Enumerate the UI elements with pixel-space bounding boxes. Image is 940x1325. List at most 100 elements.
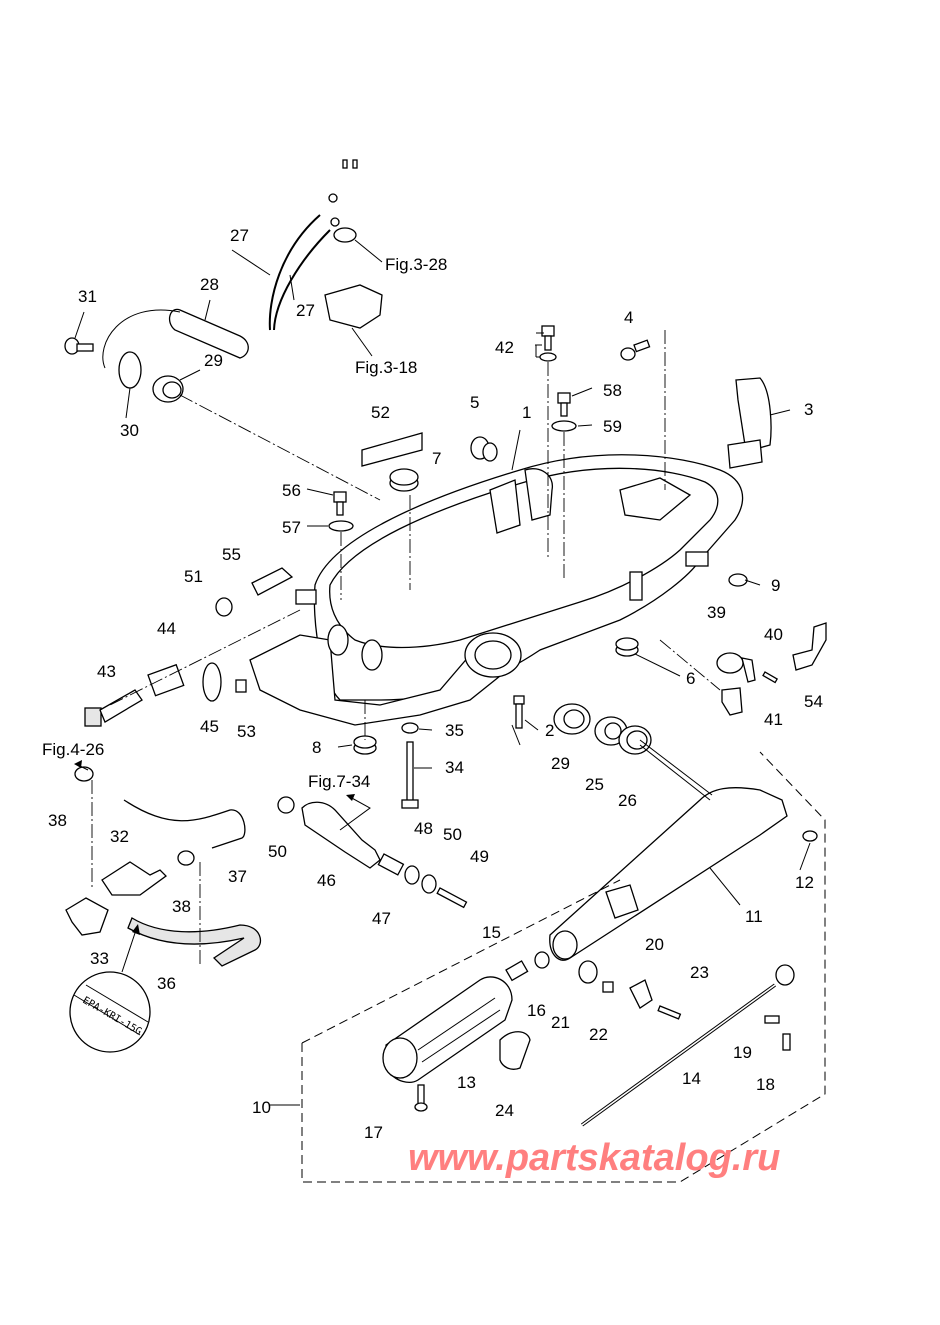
part-24-band[interactable] bbox=[499, 1031, 531, 1070]
part-40-screw[interactable] bbox=[762, 671, 779, 684]
callout-49[interactable]: 49 bbox=[470, 847, 489, 866]
part-17-screw[interactable] bbox=[414, 1084, 428, 1112]
callout-28[interactable]: 28 bbox=[200, 275, 219, 294]
callout-3[interactable]: 3 bbox=[804, 400, 813, 419]
callout-23[interactable]: 23 bbox=[690, 963, 709, 982]
callout-50[interactable]: 50 bbox=[443, 825, 462, 844]
callout-32[interactable]: 32 bbox=[110, 827, 129, 846]
callout-41[interactable]: 41 bbox=[764, 710, 783, 729]
callout-38[interactable]: 38 bbox=[172, 897, 191, 916]
callout-1[interactable]: 1 bbox=[522, 403, 531, 422]
callout-35[interactable]: 35 bbox=[445, 721, 464, 740]
callout-46[interactable]: 46 bbox=[317, 871, 336, 890]
part-52-label[interactable] bbox=[361, 432, 423, 467]
bottom-cowling[interactable] bbox=[249, 454, 744, 726]
part-7-cap[interactable] bbox=[389, 468, 419, 492]
part-45-plug[interactable] bbox=[202, 662, 222, 702]
figure-ref-3-18[interactable]: Fig.3-18 bbox=[355, 358, 417, 377]
part-33-cap[interactable] bbox=[65, 897, 109, 936]
part-55-decal[interactable] bbox=[251, 567, 294, 596]
part-42-bolt-washer[interactable] bbox=[539, 325, 557, 362]
callout-27[interactable]: 27 bbox=[230, 226, 249, 245]
part-38-clip-mid[interactable] bbox=[177, 850, 195, 866]
part-19-clip[interactable] bbox=[764, 1015, 780, 1024]
part-9-fitting[interactable] bbox=[728, 573, 748, 587]
callout-17[interactable]: 17 bbox=[364, 1123, 383, 1142]
callout-37[interactable]: 37 bbox=[228, 867, 247, 886]
callout-54[interactable]: 54 bbox=[804, 692, 823, 711]
callout-6[interactable]: 6 bbox=[686, 669, 695, 688]
callout-56[interactable]: 56 bbox=[282, 481, 301, 500]
part-12-screw[interactable] bbox=[802, 830, 818, 842]
part-53-seal[interactable] bbox=[235, 679, 247, 693]
part-59-washer[interactable] bbox=[551, 420, 577, 432]
part-36-hose[interactable] bbox=[127, 917, 262, 967]
callout-45[interactable]: 45 bbox=[200, 717, 219, 736]
part-43-switch[interactable] bbox=[84, 689, 143, 727]
part-8-grommet[interactable] bbox=[353, 735, 377, 755]
callout-33[interactable]: 33 bbox=[90, 949, 109, 968]
part-5-grommet[interactable] bbox=[470, 436, 498, 462]
callout-7[interactable]: 7 bbox=[432, 449, 441, 468]
callout-8[interactable]: 8 bbox=[312, 738, 321, 757]
part-21-throttle-stop[interactable] bbox=[578, 960, 598, 984]
callout-55[interactable]: 55 bbox=[222, 545, 241, 564]
callout-44[interactable]: 44 bbox=[157, 619, 176, 638]
callout-18[interactable]: 18 bbox=[756, 1075, 775, 1094]
callout-15[interactable]: 15 bbox=[482, 923, 501, 942]
callout-19[interactable]: 19 bbox=[733, 1043, 752, 1062]
part-56-bolt[interactable] bbox=[333, 491, 347, 516]
callout-39[interactable]: 39 bbox=[707, 603, 726, 622]
callout-57[interactable]: 57 bbox=[282, 518, 301, 537]
figure-ref-3-28[interactable]: Fig.3-28 bbox=[385, 255, 447, 274]
part-49-bolt[interactable] bbox=[436, 887, 468, 909]
part-22-spring[interactable] bbox=[602, 981, 614, 993]
part-50-washer-right[interactable] bbox=[421, 874, 437, 894]
figure-ref-4-26[interactable]: Fig.4-26 bbox=[42, 740, 104, 759]
callout-2[interactable]: 2 bbox=[545, 721, 554, 740]
callout-29[interactable]: 29 bbox=[551, 754, 570, 773]
callout-25[interactable]: 25 bbox=[585, 775, 604, 794]
part-37-hose[interactable] bbox=[123, 799, 246, 849]
callout-12[interactable]: 12 bbox=[795, 873, 814, 892]
callout-36[interactable]: 36 bbox=[157, 974, 176, 993]
callout-51[interactable]: 51 bbox=[184, 567, 203, 586]
part-4-bolt[interactable] bbox=[620, 339, 651, 361]
part-44-holder[interactable] bbox=[147, 663, 185, 697]
part-16-bushing[interactable] bbox=[534, 951, 550, 969]
callout-43[interactable]: 43 bbox=[97, 662, 116, 681]
part-6-grommet[interactable] bbox=[615, 637, 639, 657]
callout-21[interactable]: 21 bbox=[551, 1013, 570, 1032]
part-38-clip-top[interactable] bbox=[74, 766, 94, 782]
part-14-rod[interactable] bbox=[580, 964, 795, 1127]
part-34-bolt[interactable] bbox=[401, 741, 419, 809]
part-3-bracket[interactable] bbox=[727, 377, 772, 469]
part-50-washer-left[interactable] bbox=[277, 796, 295, 814]
callout-48[interactable]: 48 bbox=[414, 819, 433, 838]
part-58-bolt[interactable] bbox=[557, 392, 571, 417]
callout-24[interactable]: 24 bbox=[495, 1101, 514, 1120]
callout-14[interactable]: 14 bbox=[682, 1069, 701, 1088]
part-29-seal[interactable] bbox=[553, 703, 591, 735]
callout-4[interactable]: 4 bbox=[624, 308, 633, 327]
part-47-collar[interactable] bbox=[377, 853, 405, 876]
part-11-tiller-arm[interactable] bbox=[549, 787, 788, 961]
part-46-lever[interactable] bbox=[301, 801, 381, 869]
part-31-bolt[interactable] bbox=[64, 337, 94, 355]
figure-ref-7-34[interactable]: Fig.7-34 bbox=[308, 772, 370, 791]
callout-47[interactable]: 47 bbox=[372, 909, 391, 928]
callout-11[interactable]: 11 bbox=[745, 907, 763, 926]
part-13-grip[interactable] bbox=[382, 976, 513, 1083]
part-39-fuel-cock[interactable] bbox=[716, 652, 756, 683]
part-30-plate[interactable] bbox=[118, 351, 142, 389]
part-29-grommet-top[interactable] bbox=[152, 375, 184, 403]
part-41-knob[interactable] bbox=[721, 687, 743, 716]
part-20-block[interactable] bbox=[629, 979, 653, 1009]
callout-34[interactable]: 34 bbox=[445, 758, 464, 777]
part-57-washer[interactable] bbox=[328, 520, 354, 532]
callout-53[interactable]: 53 bbox=[237, 722, 256, 741]
callout-42[interactable]: 42 bbox=[495, 338, 514, 357]
callout-58[interactable]: 58 bbox=[603, 381, 622, 400]
callout-13[interactable]: 13 bbox=[457, 1073, 476, 1092]
part-18-screw[interactable] bbox=[782, 1033, 791, 1051]
